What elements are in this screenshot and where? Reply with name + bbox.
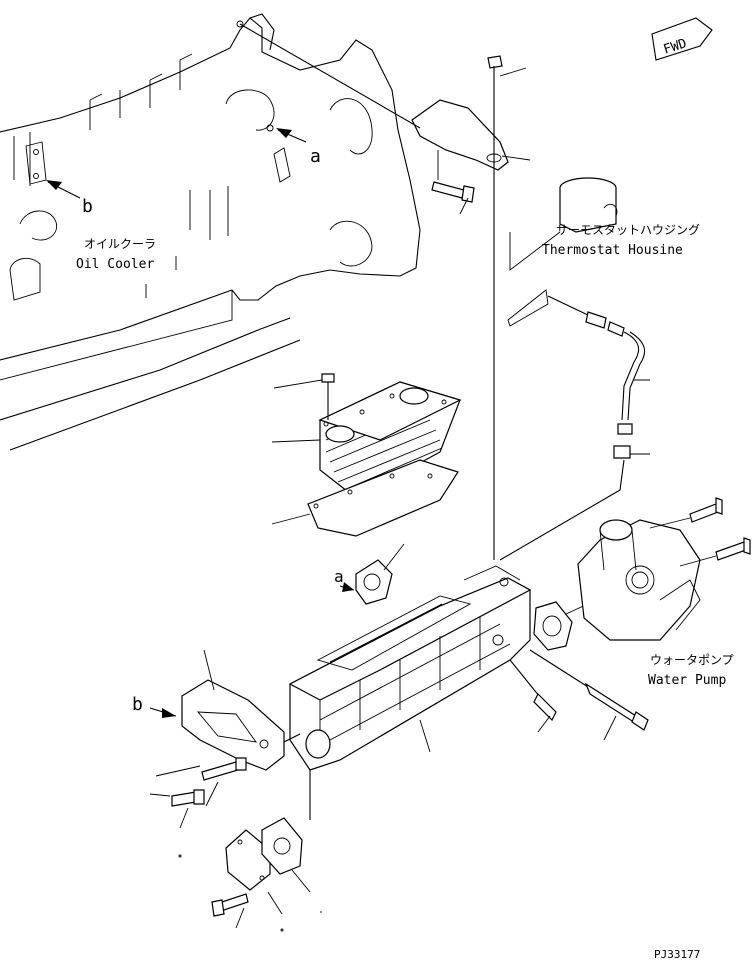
bracket-b: b xyxy=(132,649,301,771)
thermostat-housing-label-en: Thermostat Housine xyxy=(542,243,683,258)
ref-a-label: a xyxy=(310,146,321,167)
figure-code: PJ33177 xyxy=(654,948,700,961)
bolt-top xyxy=(487,55,531,560)
thermostat-housing-label-jp: サーモスタットハウジング xyxy=(556,223,700,237)
bracket-bolts xyxy=(149,757,247,858)
oil-cooler-element xyxy=(271,381,462,499)
oil-tube xyxy=(499,289,650,561)
water-pump-label-jp: ウォータポンプ xyxy=(650,653,734,667)
gasket-a: a xyxy=(334,543,405,605)
engine-block xyxy=(0,13,421,451)
bolt-cooler-top xyxy=(273,373,335,420)
water-pump-label-en: Water Pump xyxy=(648,673,726,688)
bolt-bottom xyxy=(211,893,284,932)
ref-b-bracket: b xyxy=(132,694,143,715)
water-pump xyxy=(577,497,751,641)
ref-arrow-b: b xyxy=(46,180,93,217)
oil-cooler-label-jp: オイルクーラ xyxy=(84,237,156,251)
ref-a-gasket: a xyxy=(334,567,344,586)
ref-b-label: b xyxy=(82,196,93,217)
oil-cooler-label-en: Oil Cooler xyxy=(76,257,154,272)
fwd-label: FWD xyxy=(662,36,689,58)
bolt-short xyxy=(509,659,557,733)
fwd-badge: FWD xyxy=(651,17,713,61)
bolt-bracket-side xyxy=(431,150,475,215)
bolt-long xyxy=(529,649,649,741)
lifting-bracket xyxy=(239,23,509,171)
cover-plate xyxy=(225,770,322,915)
thermostat-housing xyxy=(509,177,618,271)
cooler-gasket xyxy=(271,459,459,537)
ref-arrow-a: a xyxy=(276,128,321,167)
oil-cooler-case xyxy=(288,565,532,771)
